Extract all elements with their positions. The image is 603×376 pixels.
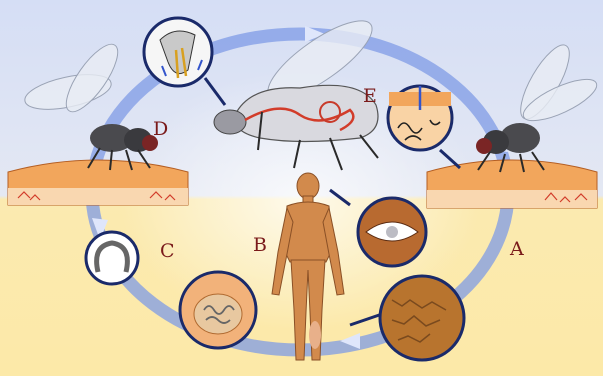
nodule-magnifier xyxy=(180,272,256,348)
skin-block-right xyxy=(427,160,597,208)
skin-block-left xyxy=(8,160,188,205)
label-e: E xyxy=(363,85,377,107)
leg-lesion xyxy=(309,321,321,349)
label-c: C xyxy=(160,240,175,262)
worm-icon xyxy=(86,232,138,284)
label-d: D xyxy=(153,118,168,140)
label-a: A xyxy=(510,238,524,260)
label-b: B xyxy=(253,234,267,256)
